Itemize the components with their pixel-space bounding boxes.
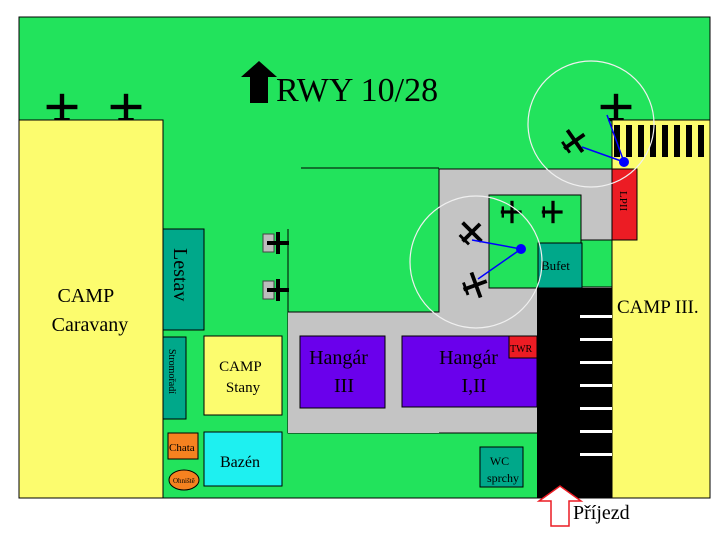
wc-building <box>479 446 524 488</box>
entrance-arrow-icon <box>536 485 584 527</box>
lestav-label: Lestav <box>169 248 191 301</box>
camp-stany-area <box>203 335 283 416</box>
bazen-area <box>203 431 283 487</box>
access-road <box>537 288 612 498</box>
bufet-label: Bufet <box>541 258 570 273</box>
twr-building <box>508 335 538 359</box>
tiedown-circle <box>409 195 543 329</box>
entrance-label: Příjezd <box>573 502 630 524</box>
tiedown-anchor <box>516 244 526 254</box>
tiedown-anchor <box>619 157 629 167</box>
lpii-label: LPII <box>617 191 629 212</box>
runway-label: RWY 10/28 <box>276 72 438 109</box>
lpii-building <box>611 168 638 241</box>
camp-stany-label: CAMP Stany <box>219 359 265 396</box>
hangar-iii-label: Hangár III <box>309 347 373 397</box>
hangar-i-ii-label: Hangár I,II <box>439 347 503 397</box>
camp-iii-label: CAMP III. <box>617 297 699 318</box>
chata-label: Chata <box>169 442 195 454</box>
chata-building <box>167 432 199 460</box>
twr-label: TWR <box>510 344 533 355</box>
ohniste-area <box>168 469 200 491</box>
camp-caravany-label: CAMP Caravany <box>52 285 129 336</box>
wc-label: WC sprchy <box>487 454 519 485</box>
parked-plane-icon <box>262 232 289 254</box>
ohniste-label: Ohniště <box>173 477 195 485</box>
stromoradi-label: Stromořadí <box>166 349 177 394</box>
bazen-label: Bazén <box>220 454 260 471</box>
lestav-building <box>162 228 205 331</box>
camp-caravany-area <box>18 119 164 499</box>
road-markings <box>580 315 612 456</box>
runway-arrow-icon <box>241 61 277 103</box>
parked-plane-icon <box>262 279 289 301</box>
bufet-building <box>537 242 583 289</box>
hangar-iii-building <box>299 335 386 409</box>
tiedown-circle <box>527 60 655 188</box>
stromoradi-area <box>162 336 187 420</box>
